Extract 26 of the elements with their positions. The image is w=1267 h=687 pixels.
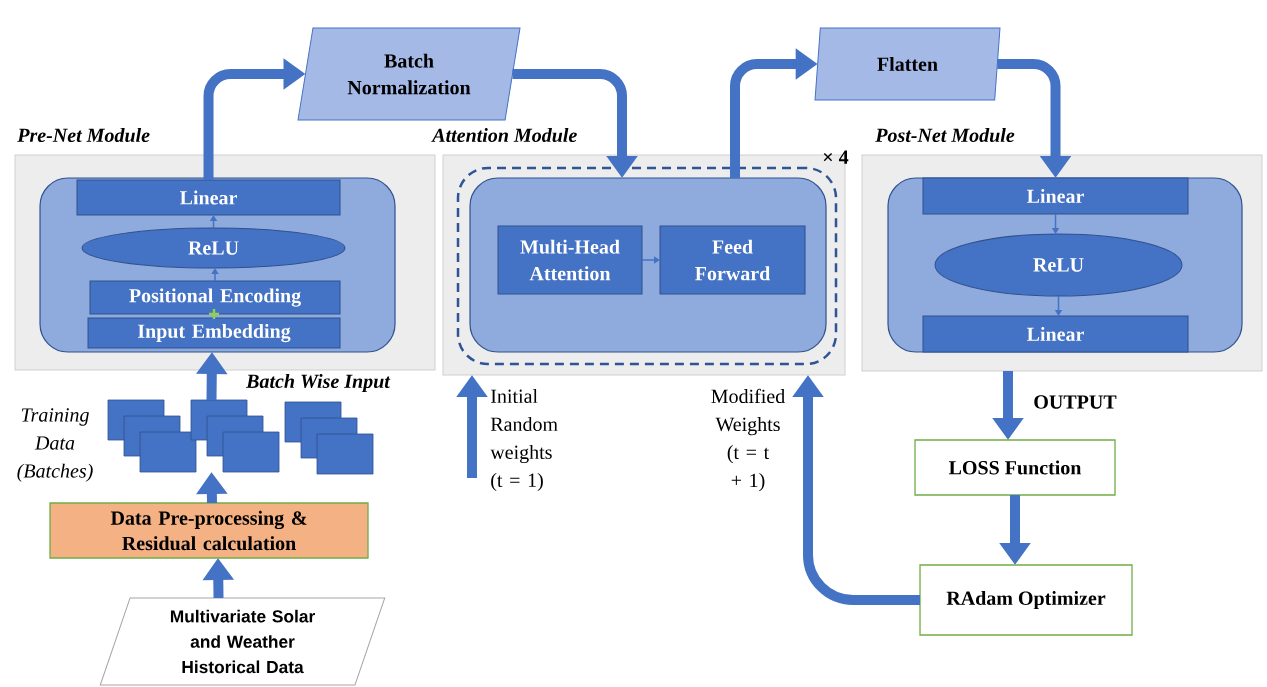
side-label: Training Data (Batches) xyxy=(17,408,93,482)
edge-label: Initial Random weights (t = 1) xyxy=(490,388,558,492)
edge-label: OUTPUT xyxy=(1034,395,1117,409)
edge-label: Modified Weights (t = t + 1) xyxy=(711,388,785,492)
batch-box xyxy=(316,433,374,475)
process-parallelogram: Batch Normalization xyxy=(297,27,521,121)
module-heading: Pre-Net Module xyxy=(17,127,150,143)
side-label: Batch Wise Input xyxy=(245,373,391,393)
process-box: LOSS Function xyxy=(914,439,1116,496)
layer-box: Input Embedding xyxy=(87,317,341,349)
data-parallelogram: Multivariate Solar and Weather Historical Data xyxy=(99,597,386,686)
arrow xyxy=(211,268,219,282)
layer-box: Linear xyxy=(922,315,1189,353)
process-parallelogram: Flatten xyxy=(814,27,1001,101)
module-heading: Attention Module xyxy=(431,127,577,143)
batch-box xyxy=(222,431,280,473)
process-box: Data Pre-processing & Residual calculation xyxy=(49,502,369,559)
layer-box: Multi-Head Attention xyxy=(497,225,643,295)
arrow xyxy=(641,256,660,264)
batch-box xyxy=(139,431,197,473)
layer-box: Positional Encoding xyxy=(89,280,341,315)
module-heading: Post-Net Module xyxy=(875,127,1015,143)
process-box: RAdam Optimizer xyxy=(919,564,1133,636)
repeat-count: × 4 xyxy=(823,150,849,164)
layer-box: Feed Forward xyxy=(659,225,806,295)
layer-box: Linear xyxy=(76,179,341,216)
